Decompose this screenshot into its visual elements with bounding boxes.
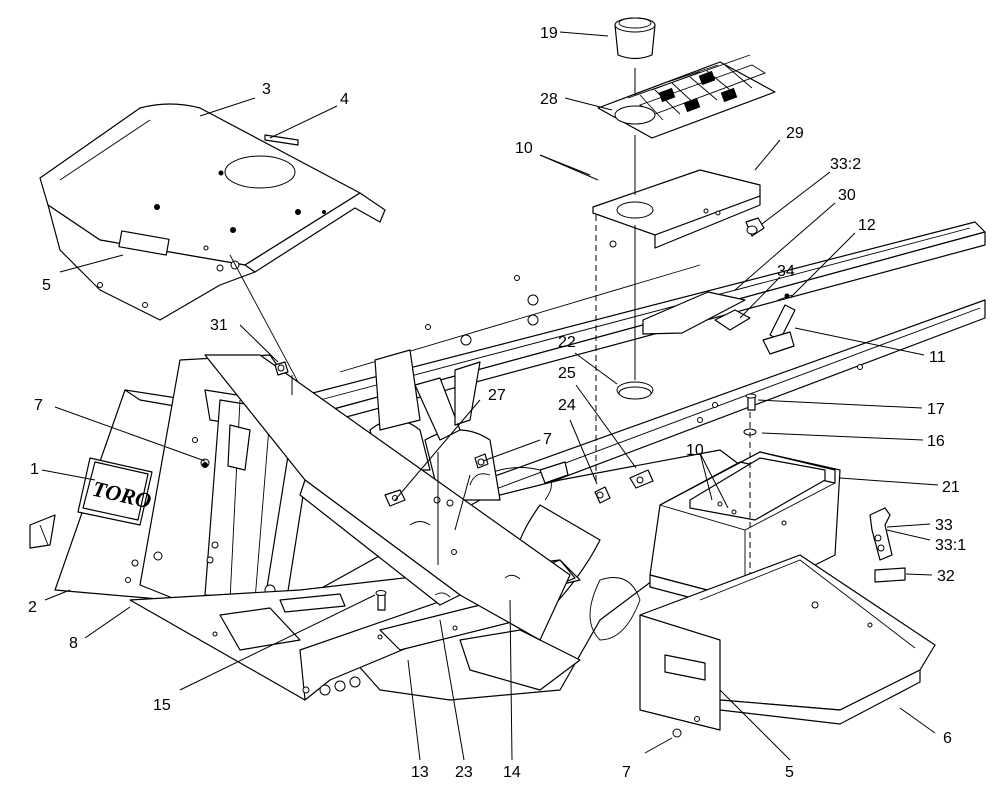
part-28-decal: [597, 54, 776, 139]
callout-25: 25: [558, 365, 576, 382]
callout-1: 1: [30, 461, 39, 478]
callout-12: 12: [858, 217, 876, 234]
part-30-plate: [642, 291, 746, 335]
callout-30: 30: [838, 187, 856, 204]
callout-23: 23: [455, 764, 473, 781]
callout-27: 27: [488, 387, 506, 404]
callout-10b: 10: [686, 442, 704, 459]
part-29-plate: [592, 169, 761, 249]
callout-22: 22: [558, 334, 576, 351]
callout-33-2: 33:2: [830, 156, 861, 173]
part-24-25-fasteners: [594, 215, 654, 504]
callout-11: 11: [929, 349, 946, 366]
callout-8: 8: [69, 635, 78, 652]
callout-2: 2: [28, 599, 37, 616]
callout-31: 31: [210, 317, 228, 334]
callout-15: 15: [153, 697, 171, 714]
callout-17: 17: [927, 401, 945, 418]
callout-10: 10: [515, 140, 533, 157]
part-11-bracket: [762, 293, 796, 355]
callout-7c: 7: [622, 764, 631, 781]
callout-5b: 5: [785, 764, 794, 781]
callout-labels: 19 28 10 3 4 29 33:2 30 12 34 5 31 11 22…: [28, 25, 966, 781]
part-19-cup: [614, 17, 656, 60]
callout-13: 13: [411, 764, 429, 781]
assembly-lines: [291, 375, 471, 565]
part-33-2-knob: [745, 217, 765, 237]
part-33-latch: [869, 507, 893, 561]
frame-posts: [374, 349, 481, 441]
callout-29: 29: [786, 125, 804, 142]
callout-33-1: 33:1: [935, 537, 966, 554]
part-32-plate: [874, 567, 906, 583]
part-22-ring: [616, 381, 654, 400]
top-cover: [39, 103, 386, 396]
lower-right-side-panel: [639, 614, 721, 731]
leader-lines: [41, 31, 939, 761]
callout-14: 14: [503, 764, 521, 781]
callout-32: 32: [937, 568, 955, 585]
callout-7: 7: [34, 397, 43, 414]
callout-34: 34: [777, 263, 795, 280]
part-34-tab: [714, 309, 751, 331]
callout-3: 3: [262, 81, 271, 98]
misc-fasteners: [202, 361, 682, 738]
callout-33: 33: [935, 517, 953, 534]
callout-6: 6: [943, 730, 952, 747]
callout-24: 24: [558, 397, 576, 414]
callout-21: 21: [942, 479, 960, 496]
callout-19: 19: [540, 25, 558, 42]
callout-28: 28: [540, 91, 558, 108]
callout-5: 5: [42, 277, 51, 294]
callout-16: 16: [927, 433, 945, 450]
callout-4: 4: [340, 91, 349, 108]
callout-7b: 7: [543, 431, 552, 448]
